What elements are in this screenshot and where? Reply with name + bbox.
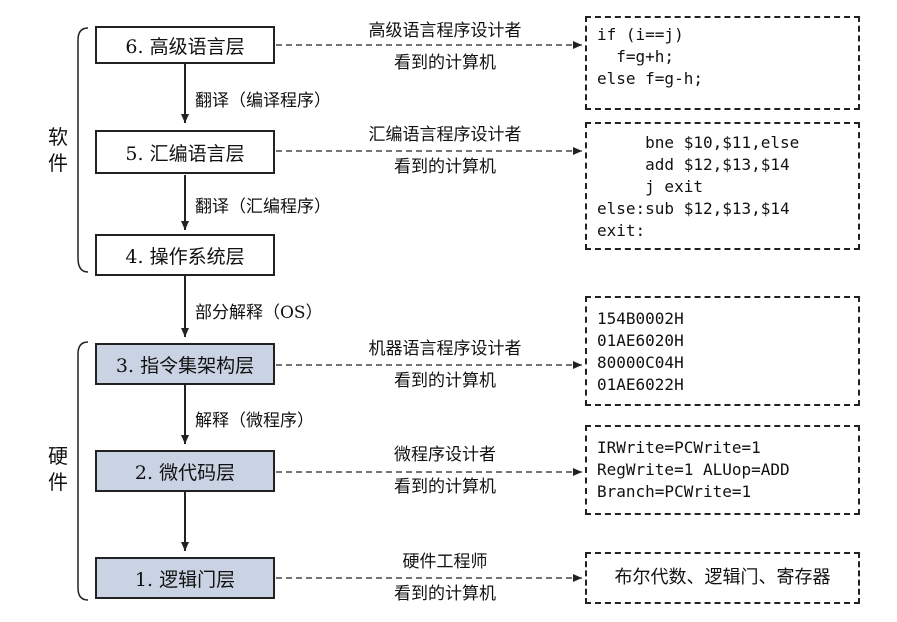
layer-1-logic-gate: 1. 逻辑门层: [95, 557, 275, 599]
layer-2-microcode: 2. 微代码层: [95, 450, 275, 492]
viewer-3-role: 机器语言程序设计者: [368, 339, 522, 359]
viewer-3-sees: 看到的计算机: [394, 371, 496, 391]
viewer-2-sees: 看到的计算机: [394, 477, 496, 497]
transition-compile: 翻译（编译程序）: [195, 91, 331, 111]
example-machine-code: 154B0002H 01AE6020H 80000C04H 01AE6022H: [585, 296, 860, 406]
viewer-6-role: 高级语言程序设计者: [368, 21, 522, 41]
viewer-5-role: 汇编语言程序设计者: [368, 125, 522, 145]
transition-microprogram: 解释（微程序）: [195, 411, 314, 431]
viewer-5-sees: 看到的计算机: [394, 157, 496, 177]
example-logic-components: 布尔代数、逻辑门、寄存器: [585, 552, 860, 604]
viewer-2-role: 微程序设计者: [394, 445, 496, 465]
transition-os-interpret: 部分解释（OS）: [195, 303, 323, 323]
layer-4-operating-system: 4. 操作系统层: [95, 234, 275, 276]
layer-6-high-level-language: 6. 高级语言层: [95, 26, 275, 64]
software-label: 软件: [48, 125, 68, 175]
layer-3-isa: 3. 指令集架构层: [95, 343, 275, 385]
example-high-level-code: if (i==j) f=g+h; else f=g-h;: [585, 16, 860, 110]
software-brace: [77, 27, 89, 273]
hardware-brace: [77, 341, 89, 601]
viewer-1-sees: 看到的计算机: [394, 584, 496, 604]
example-microcode: IRWrite=PCWrite=1 RegWrite=1 ALUop=ADD B…: [585, 425, 860, 515]
transition-assemble: 翻译（汇编程序）: [195, 197, 331, 217]
viewer-1-role: 硬件工程师: [402, 552, 488, 572]
layer-5-assembly-language: 5. 汇编语言层: [95, 130, 275, 174]
viewer-6-sees: 看到的计算机: [394, 53, 496, 73]
example-assembly-code: bne $10,$11,else add $12,$13,$14 j exit …: [585, 122, 860, 250]
hardware-label: 硬件: [48, 444, 68, 494]
